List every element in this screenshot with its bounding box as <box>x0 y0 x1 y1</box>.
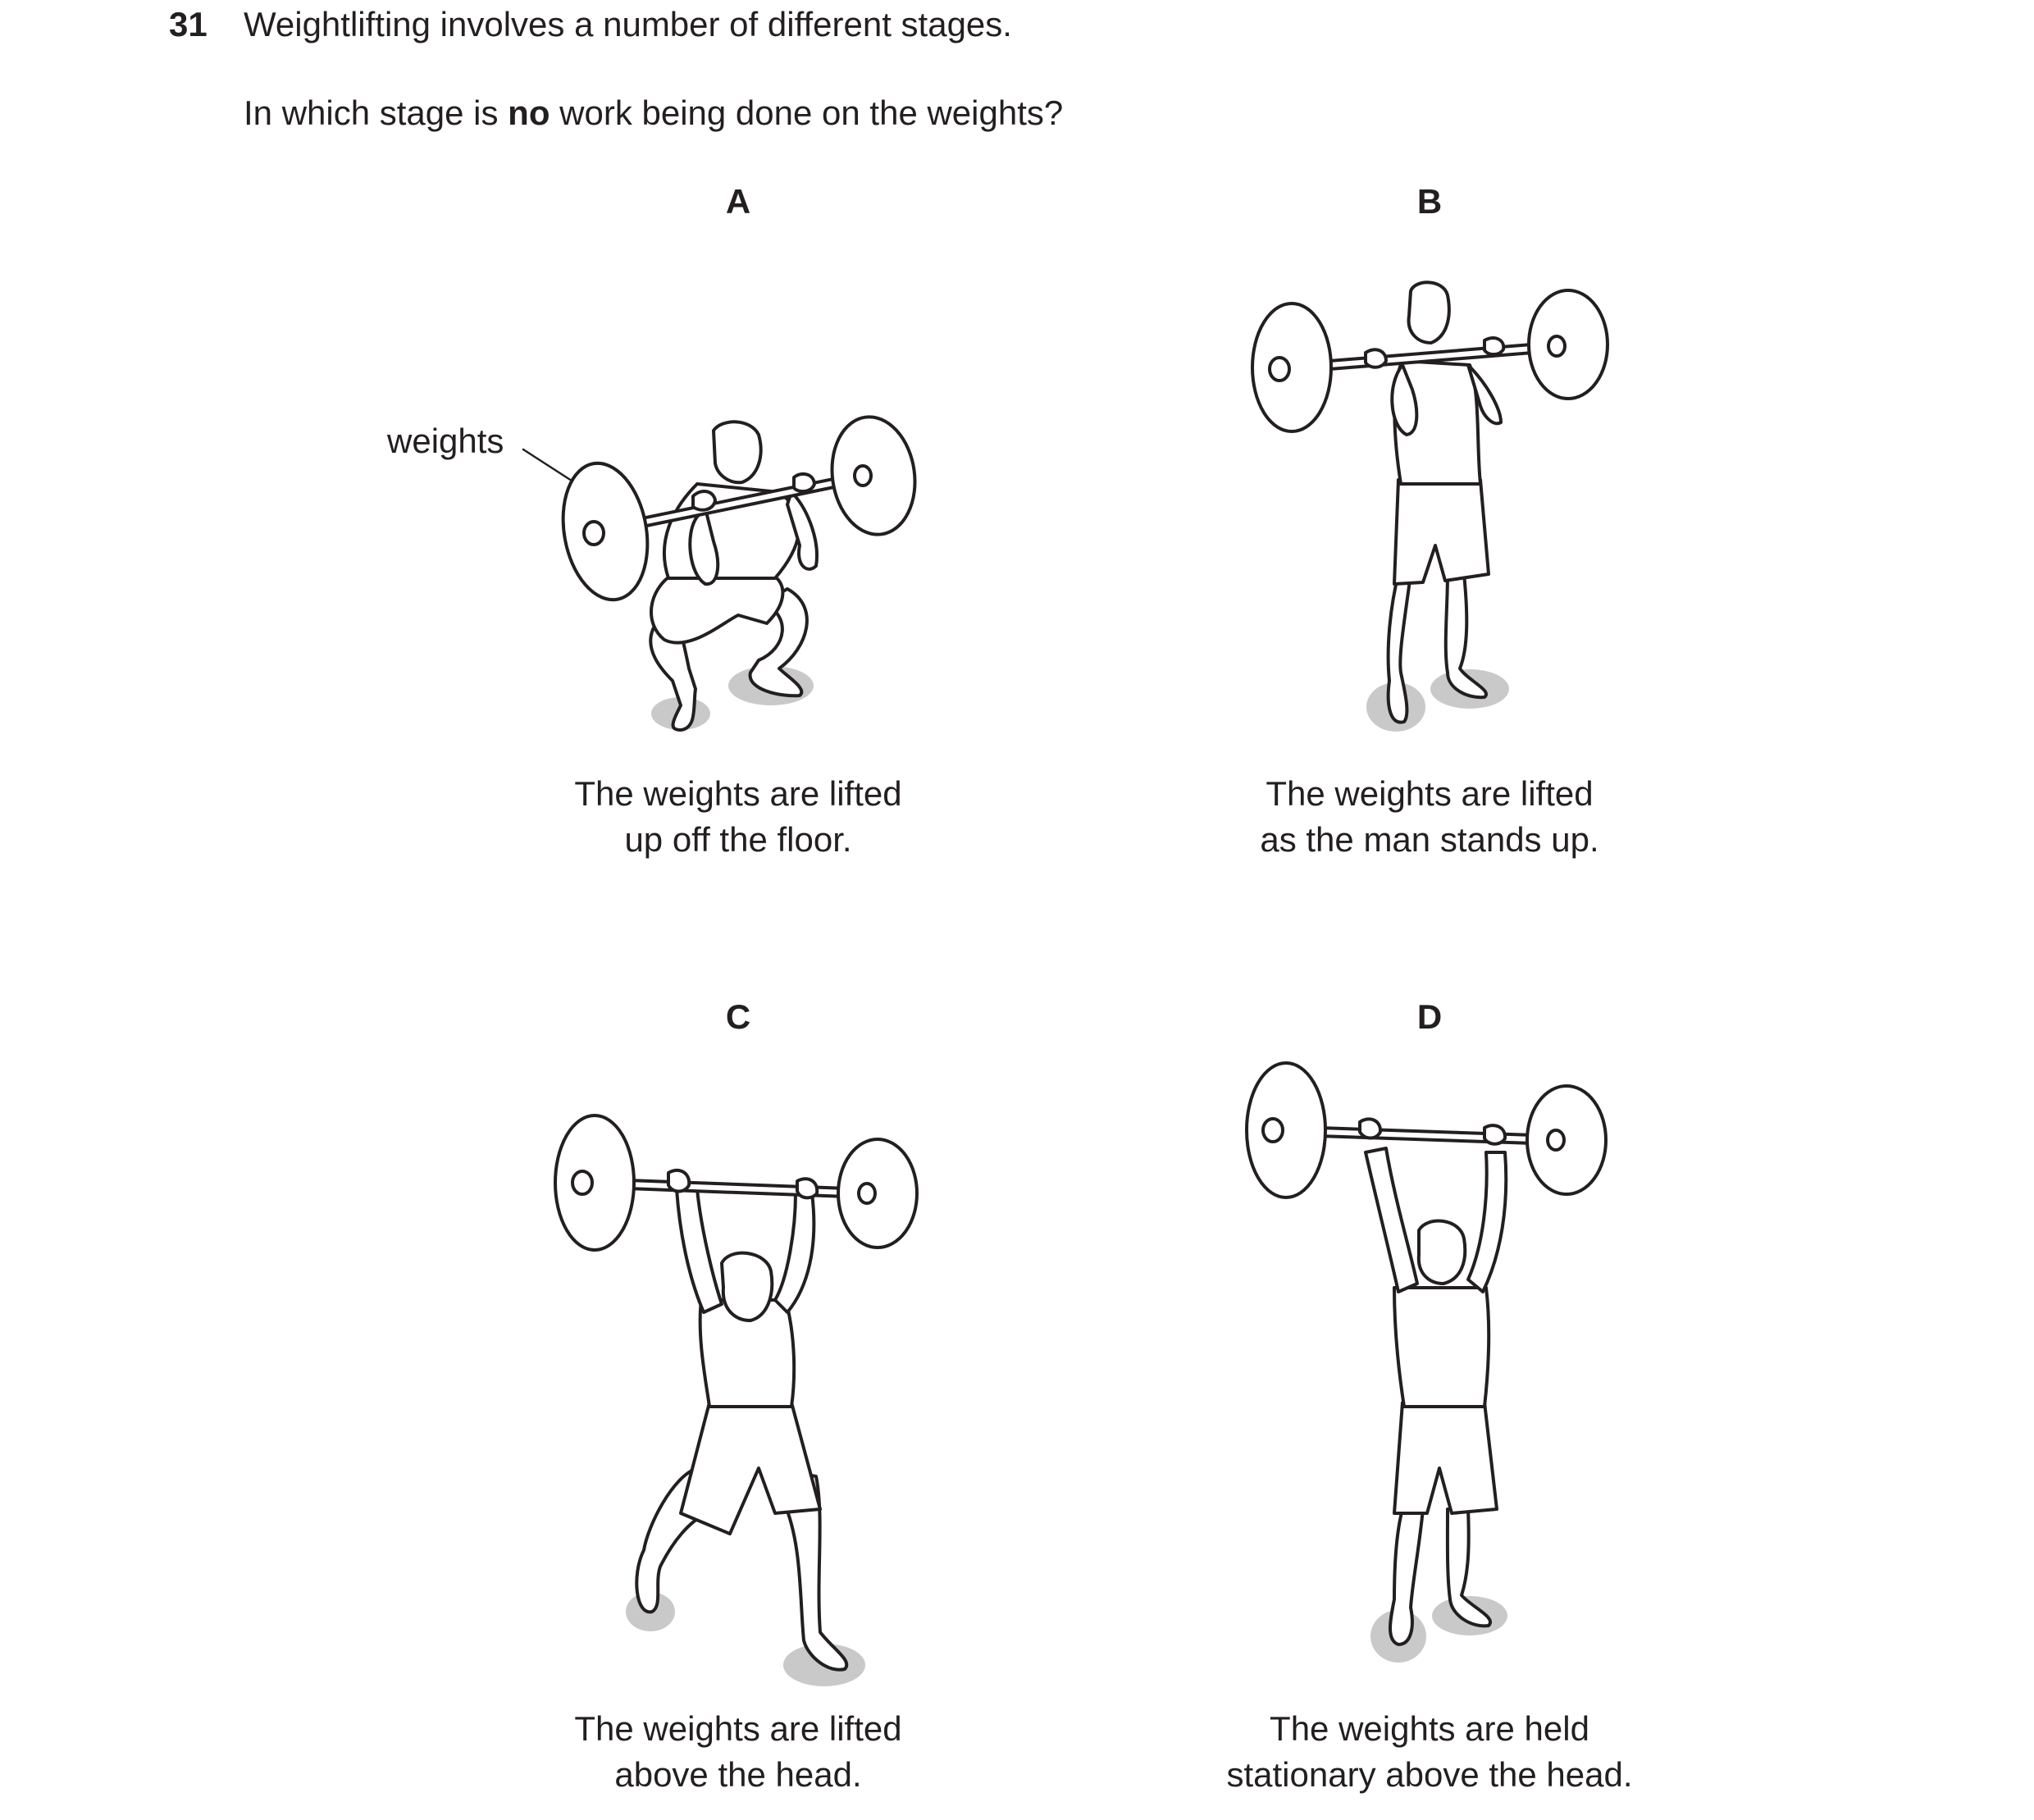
figure-c-overhead-lift <box>554 1114 919 1686</box>
option-d-caption: The weights are held stationary above th… <box>1101 1706 1758 1798</box>
option-c-caption-line2: above the head. <box>614 1755 862 1794</box>
figure-a-squat <box>561 415 917 732</box>
option-b-caption-line2: as the man stands up. <box>1260 820 1599 859</box>
option-c-caption: The weights are lifted above the head. <box>410 1706 1066 1798</box>
figure-b-standing <box>1251 281 1609 732</box>
prompt-after: work being done on the weights? <box>550 94 1064 132</box>
option-a-caption-line2: up off the floor. <box>624 820 852 859</box>
weights-label: weights <box>387 422 504 460</box>
option-a-caption-line1: The weights are lifted <box>574 774 902 813</box>
option-b-letter: B <box>1416 182 1443 221</box>
weights-leader-line <box>522 448 576 484</box>
prompt-emphasis: no <box>508 94 550 132</box>
question-number: 31 <box>169 5 208 43</box>
option-a-caption: The weights are lifted up off the floor. <box>410 771 1066 863</box>
option-d-caption-line1: The weights are held <box>1270 1709 1589 1748</box>
prompt-before: In which stage is <box>244 94 508 132</box>
option-c-caption-line1: The weights are lifted <box>574 1709 902 1748</box>
option-b-caption-line1: The weights are lifted <box>1266 774 1594 813</box>
option-a-letter: A <box>725 182 751 221</box>
option-d-letter: D <box>1416 997 1443 1036</box>
question-stem: Weightlifting involves a number of diffe… <box>244 5 1012 43</box>
figure-d-held-overhead <box>1245 1061 1608 1663</box>
option-c-letter: C <box>725 997 751 1036</box>
question-prompt: In which stage is no work being done on … <box>244 89 1063 138</box>
option-d-caption-line2: stationary above the head. <box>1226 1755 1633 1794</box>
option-b-caption: The weights are lifted as the man stands… <box>1101 771 1758 863</box>
